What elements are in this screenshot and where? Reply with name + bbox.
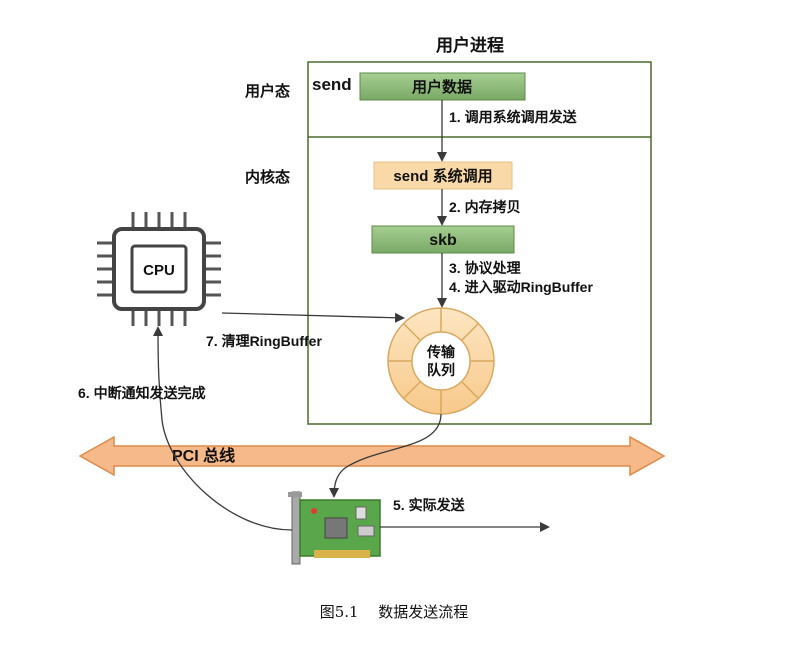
figure-caption: 图5.1 数据发送流程 — [320, 603, 469, 621]
ring-label-line1: 传输 — [426, 344, 456, 360]
step-3-label: 3. 协议处理 — [449, 260, 521, 276]
user-data-label: 用户数据 — [412, 78, 472, 96]
skb-box — [371, 225, 515, 254]
step-6-label: 6. 中断通知发送完成 — [78, 385, 206, 401]
step-5-label: 5. 实际发送 — [393, 497, 466, 513]
bus-label: PCI 总线 — [172, 446, 235, 465]
step-1-label: 1. 调用系统调用发送 — [449, 109, 578, 125]
send-label: send — [312, 75, 352, 94]
step-4-label: 4. 进入驱动RingBuffer — [449, 279, 593, 295]
syscall-label: send 系统调用 — [393, 167, 492, 185]
arrow-clean-ringbuffer — [221, 312, 405, 323]
process-title: 用户进程 — [436, 35, 504, 55]
arrow-interrupt — [153, 326, 293, 531]
step-7-label: 7. 清理RingBuffer — [206, 333, 322, 349]
user-mode-label: 用户态 — [245, 82, 290, 100]
cpu-chip-icon — [97, 212, 221, 326]
kernel-mode-label: 内核态 — [245, 168, 290, 186]
network-card-icon — [288, 491, 381, 565]
user-data-box — [359, 72, 526, 101]
cpu-label: CPU — [143, 262, 175, 279]
syscall-box — [373, 161, 513, 190]
ring-buffer — [387, 307, 495, 415]
arrow-to-nic — [329, 413, 442, 498]
skb-label: skb — [429, 232, 457, 249]
step-2-label: 2. 内存拷贝 — [449, 199, 521, 215]
process-box — [307, 61, 652, 425]
ring-label-line2: 队列 — [427, 362, 455, 378]
